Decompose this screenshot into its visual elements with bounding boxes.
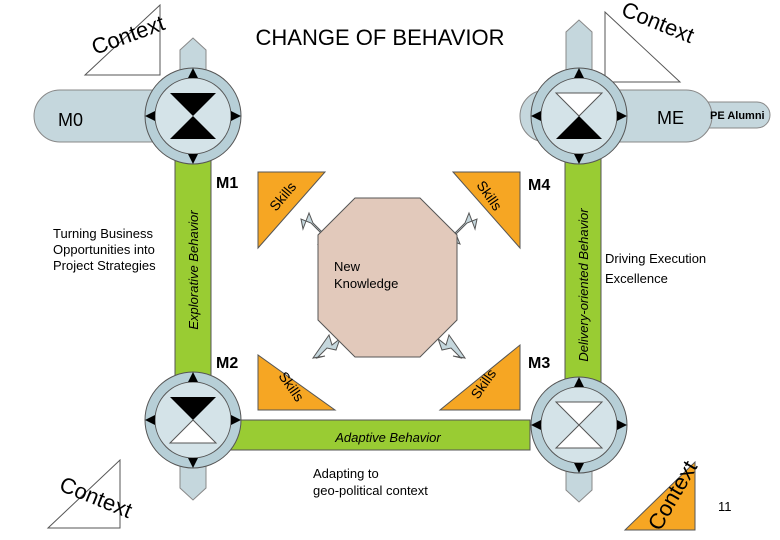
node-label-m1: M1 — [216, 175, 238, 192]
skills-triangle-m2 — [257, 354, 337, 411]
adaptive-behavior-label: Adaptive Behavior — [334, 430, 441, 445]
skills-arrow-m3 — [434, 329, 467, 359]
note-left-1: Turning Business — [53, 226, 153, 241]
context-triangle-top-left — [83, 3, 161, 76]
new-knowledge-label-2: Knowledge — [334, 276, 398, 291]
skills-triangle-m4 — [451, 171, 521, 250]
note-right-1: Driving Execution — [605, 251, 706, 266]
note-bottom-2: geo-political context — [313, 483, 428, 498]
new-knowledge-octagon — [317, 197, 458, 358]
hub-m2 — [144, 371, 242, 469]
page-title: CHANGE OF BEHAVIOR — [256, 25, 505, 50]
node-label-m4: M4 — [528, 177, 550, 194]
adaptive-behavior-bar — [209, 419, 531, 451]
delivery-behavior-bar — [564, 154, 602, 384]
note-bottom-1: Adapting to — [313, 466, 379, 481]
explorative-behavior-label: Explorative Behavior — [186, 210, 201, 330]
page-number: 11 — [718, 499, 732, 514]
pe-alumni-label: PE Alumni — [710, 110, 765, 122]
new-knowledge-label-1: New — [334, 259, 361, 274]
node-label-me: ME — [657, 108, 684, 128]
node-label-m2: M2 — [216, 355, 238, 372]
skills-triangle-m1 — [257, 171, 327, 250]
explorative-behavior-bar — [174, 154, 212, 384]
node-label-m3: M3 — [528, 355, 550, 372]
note-left-3: Project Strategies — [53, 258, 156, 273]
note-right-2: Excellence — [605, 271, 668, 286]
note-left-2: Opportunities into — [53, 242, 155, 257]
skills-triangle-m3 — [438, 343, 521, 411]
hub-m4 — [530, 67, 628, 165]
hub-m1 — [144, 67, 242, 165]
context-triangle-bottom-right — [623, 460, 696, 531]
delivery-behavior-label: Delivery-oriented Behavior — [576, 208, 591, 362]
context-triangle-bottom-left — [46, 458, 121, 529]
hub-m3 — [530, 376, 628, 474]
node-label-m0: M0 — [58, 110, 83, 130]
context-triangle-top-right — [604, 10, 682, 83]
